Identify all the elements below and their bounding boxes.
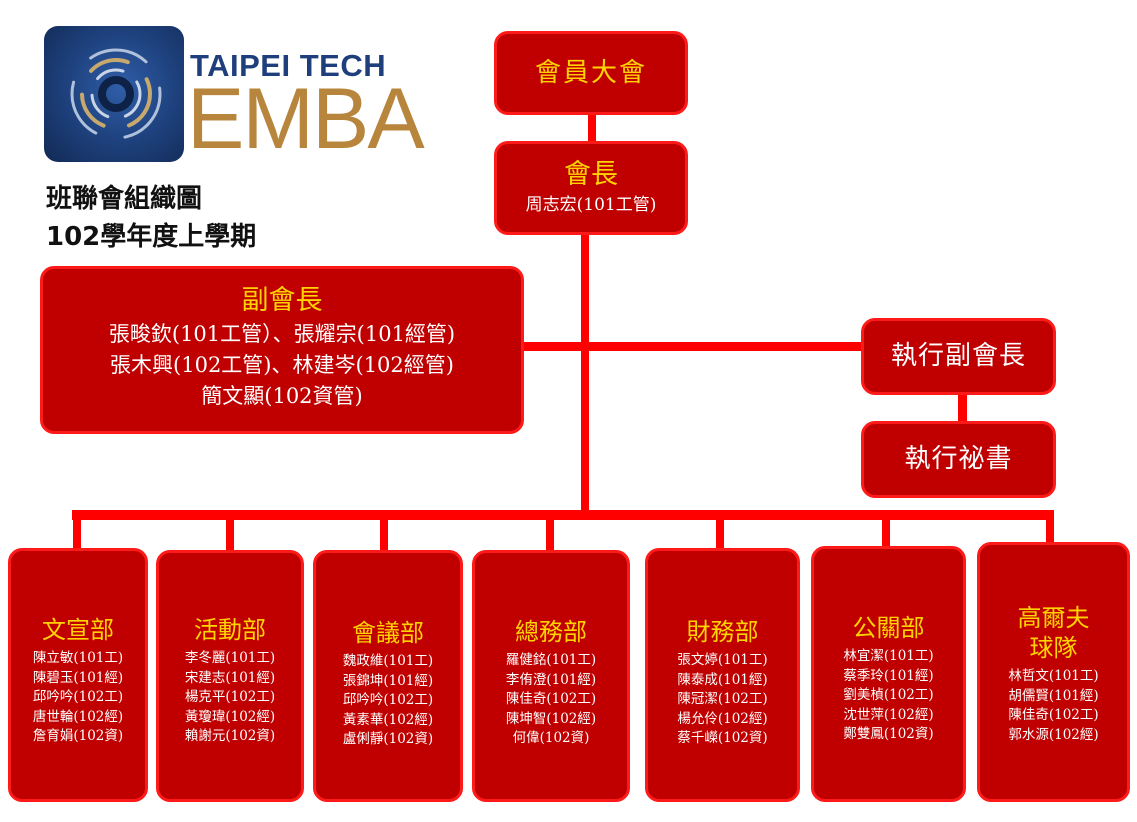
department-box-publicity: 文宣部 陳立敏(101工) 陳碧玉(101經) 邱吟吟(102工) 唐世輪(10… [8, 548, 148, 802]
member-name: 詹育娟(102資) [32, 728, 124, 744]
department-title: 公關部 [852, 614, 925, 642]
member-name: 盧俐靜(102資) [342, 731, 434, 747]
member-name: 何偉(102資) [512, 730, 590, 746]
vice-president-box: 副會長 張畯欽(101工管）、張耀宗(101經管) 張木興(102工管)、林建岑… [40, 266, 524, 434]
member-name: 陳冠潔(102工) [677, 691, 768, 707]
member-name: 蔡季玲(101經) [843, 667, 934, 684]
member-name: 黃素華(102經) [342, 711, 434, 728]
connector-vice-exec [520, 342, 865, 351]
department-title: 文宣部 [42, 616, 114, 644]
member-name: 陳佳奇(102工) [505, 691, 597, 707]
connector-department-bus [72, 510, 1054, 520]
member-name: 楊允伶(102經) [677, 710, 768, 727]
member-name: 胡儒賢(101經) [1008, 687, 1099, 704]
vice-president-line-1: 張畯欽(101工管）、張耀宗(101經管) [108, 322, 456, 346]
connector-dept-1 [73, 510, 81, 552]
connector-president-trunk [581, 232, 589, 517]
logo-emblem-icon [44, 26, 184, 162]
member-name: 陳泰成(101經) [677, 671, 768, 688]
member-name: 黃瓊瑋(102經) [184, 708, 276, 725]
department-box-general-affairs: 總務部 羅健銘(101工) 李侑澄(101經) 陳佳奇(102工) 陳坤智(10… [472, 550, 630, 802]
department-title: 總務部 [515, 618, 587, 646]
president-title: 會長 [564, 159, 618, 190]
member-name: 宋建志(101經) [184, 669, 276, 686]
chart-subtitle: 102學年度上學期 [46, 222, 257, 252]
assembly-box: 會員大會 [494, 31, 688, 115]
member-name: 張錦坤(101經) [342, 672, 434, 689]
member-name: 邱吟吟(102工) [342, 692, 434, 708]
member-name: 陳碧玉(101經) [32, 669, 124, 686]
department-title: 財務部 [686, 618, 759, 646]
member-name: 陳立敏(101工) [32, 650, 124, 666]
member-name: 鄭雙鳳(102資) [843, 726, 934, 742]
exec-vp-box: 執行副會長 [861, 318, 1056, 395]
member-name: 張文婷(101工) [677, 652, 768, 668]
member-name: 陳坤智(102經) [505, 710, 597, 727]
member-name: 劉美楨(102工) [843, 687, 934, 703]
member-name: 蔡千嶸(102資) [677, 730, 768, 746]
department-title-line-1: 高爾夫 [1017, 604, 1090, 632]
department-box-finance: 財務部 張文婷(101工) 陳泰成(101經) 陳冠潔(102工) 楊允伶(10… [645, 548, 800, 802]
department-title: 活動部 [194, 616, 266, 644]
department-box-meetings: 會議部 魏政維(101工) 張錦坤(101經) 邱吟吟(102工) 黃素華(10… [313, 550, 463, 802]
exec-secretary-title: 執行祕書 [904, 444, 1013, 474]
member-name: 林哲文(101工) [1008, 668, 1099, 684]
logo-brand-line1: TAIPEI TECH [190, 48, 387, 83]
department-box-golf-team: 高爾夫 球隊 林哲文(101工) 胡儒賢(101經) 陳佳奇(102工) 郭水源… [977, 542, 1130, 802]
president-box: 會長 周志宏(101工管) [494, 141, 688, 235]
member-name: 林宜潔(101工) [843, 648, 934, 664]
member-name: 楊克平(102工) [184, 689, 276, 705]
logo-brand-line2: EMBA [187, 71, 425, 167]
member-name: 邱吟吟(102工) [32, 689, 124, 705]
department-title: 會議部 [352, 619, 424, 647]
assembly-title: 會員大會 [534, 58, 647, 88]
member-name: 陳佳奇(102工) [1008, 707, 1099, 723]
connector-dept-3 [380, 510, 388, 552]
connector-dept-2 [226, 510, 234, 552]
member-name: 魏政維(101工) [342, 653, 434, 669]
connector-assembly-president [588, 110, 596, 145]
department-box-activities: 活動部 李冬麗(101工) 宋建志(101經) 楊克平(102工) 黃瓊瑋(10… [156, 550, 304, 802]
department-title-line-2: 球隊 [1029, 634, 1078, 662]
member-name: 郭水源(102經) [1008, 726, 1099, 743]
connector-dept-4 [546, 510, 554, 552]
vice-president-line-3: 簡文顯(102資管) [201, 384, 363, 408]
member-name: 賴謝元(102資) [184, 728, 276, 744]
connector-dept-5 [716, 510, 724, 552]
connector-dept-7 [1046, 510, 1054, 552]
president-name: 周志宏(101工管) [525, 195, 657, 215]
vice-president-title: 副會長 [241, 285, 323, 316]
chart-title: 班聯會組織圖 [46, 184, 203, 214]
vice-president-line-2: 張木興(102工管)、林建岑(102經管) [110, 353, 454, 377]
exec-secretary-box: 執行祕書 [861, 421, 1056, 498]
member-name: 沈世萍(102經) [843, 706, 934, 723]
member-name: 李冬麗(101工) [184, 650, 276, 666]
connector-dept-6 [882, 510, 890, 552]
exec-vp-title: 執行副會長 [890, 341, 1026, 371]
connector-execvp-secretary [958, 392, 967, 425]
member-name: 李侑澄(101經) [505, 671, 597, 688]
department-box-public-relations: 公關部 林宜潔(101工) 蔡季玲(101經) 劉美楨(102工) 沈世萍(10… [811, 546, 966, 802]
member-name: 唐世輪(102經) [32, 708, 124, 725]
member-name: 羅健銘(101工) [505, 652, 597, 668]
